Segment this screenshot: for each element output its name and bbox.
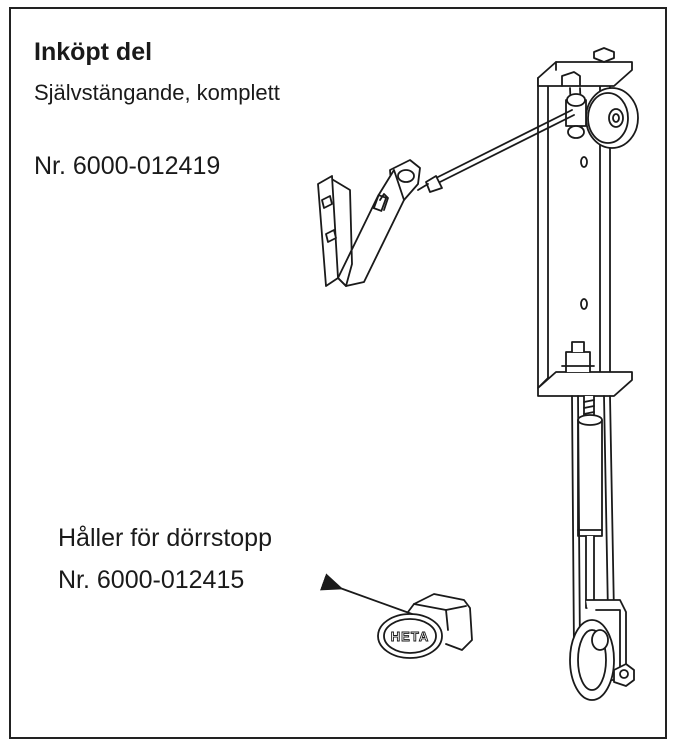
callout-arrow <box>320 573 413 615</box>
bottom-pulley <box>569 599 635 701</box>
cable <box>435 109 573 179</box>
assembly-part-number: Nr. 6000-012419 <box>34 152 221 180</box>
top-flange <box>537 47 633 87</box>
callout-part-number: Nr. 6000-012415 <box>58 566 245 594</box>
door-arm-bracket <box>317 159 421 287</box>
top-pulley <box>565 87 639 149</box>
callout-label: Håller för dörrstopp <box>58 524 272 552</box>
heta-logo: HETA <box>391 629 429 644</box>
gas-spring <box>577 414 603 609</box>
lower-flange <box>537 341 633 397</box>
side-rod-right <box>603 395 609 615</box>
door-stop-holder <box>377 593 473 659</box>
page-title: Inköpt del <box>34 38 153 66</box>
page-subtitle: Självstängande, komplett <box>34 80 280 105</box>
side-rod-left <box>571 395 575 653</box>
